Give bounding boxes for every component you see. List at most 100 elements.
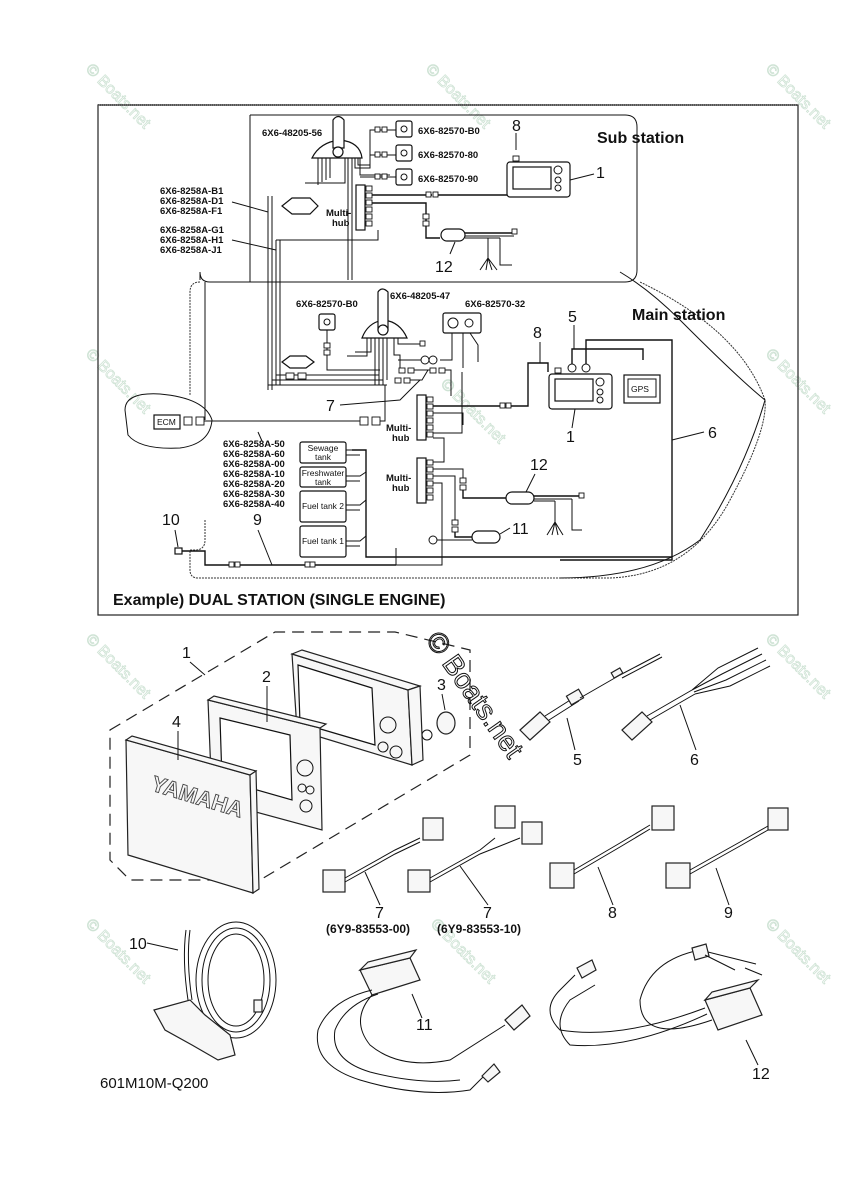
main-remote-control	[347, 288, 426, 385]
tank-freshwater: Freshwater tank	[299, 466, 347, 488]
part-no-7-a: (6Y9-83553-00)	[326, 922, 410, 936]
sender-harness-part-no-3: 6X6-8258A-00	[223, 459, 285, 470]
callout-3: 3	[437, 677, 446, 694]
adapter-11	[316, 949, 531, 1093]
sender-harness-part-no-5: 6X6-8258A-20	[223, 479, 285, 490]
callout-8-main: 8	[533, 325, 542, 342]
main-adapter-11	[471, 530, 501, 544]
power-cable	[621, 647, 771, 741]
callout-5: 5	[573, 752, 582, 769]
watermark: © Boats.net	[82, 346, 154, 418]
main-multi-hub-2: Multi- hub	[386, 457, 434, 504]
main-switch-right	[420, 312, 482, 368]
harness-group-2-part-no-3: 6X6-8258A-J1	[160, 245, 223, 256]
hub-label: hub	[332, 218, 350, 229]
ecm-unit: ECM	[124, 393, 213, 449]
tank-sewage: Sewage tank	[299, 441, 347, 464]
main-multi-hub-1: Multi- hub	[386, 394, 434, 444]
callout-7-main: 7	[326, 398, 335, 415]
hub-label: Multi-	[386, 423, 411, 434]
main-switch-right-part-no: 6X6-82570-32	[465, 299, 525, 310]
main-adapter-12	[505, 491, 535, 505]
hub-label: Multi-	[386, 473, 411, 484]
transducer-connector	[174, 547, 183, 555]
callout-12-main: 12	[530, 457, 548, 474]
ecm-label: ECM	[157, 417, 176, 427]
gps-unit	[623, 374, 661, 404]
callout-11-main: 11	[512, 521, 529, 538]
hull-outline	[189, 281, 201, 395]
sub-station-boundary	[199, 114, 638, 283]
harness-group-1-part-no-2: 6X6-8258A-D1	[160, 196, 224, 207]
sub-station-label: Sub station	[597, 130, 684, 147]
watermark: © Boats.net	[762, 631, 834, 703]
display-unit	[290, 649, 433, 766]
tank-label: Fuel tank 1	[302, 536, 344, 546]
callout-12: 12	[752, 1066, 770, 1083]
callout-6-main: 6	[708, 425, 717, 442]
sub-switch-part-no-3: 6X6-82570-90	[418, 174, 478, 185]
cover: YAMAHA	[124, 735, 260, 895]
tank-label: tank	[315, 452, 332, 462]
callout-8-sub: 8	[512, 118, 521, 135]
sender-harness-part-no-4: 6X6-8258A-10	[223, 469, 285, 480]
harness-7-10	[407, 805, 543, 893]
hub-label: hub	[392, 483, 410, 494]
main-remote-control-part-no: 6X6-48205-47	[390, 291, 450, 302]
callout-9-main: 9	[253, 512, 262, 529]
display-kit-boundary	[109, 631, 471, 881]
sub-switch-part-no-1: 6X6-82570-B0	[418, 126, 480, 137]
callout-9: 9	[724, 905, 733, 922]
sub-switch-part-no-2: 6X6-82570-80	[418, 150, 478, 161]
sub-remote-control-part-no: 6X6-48205-56	[262, 128, 322, 139]
sender-harness-part-no-6: 6X6-8258A-30	[223, 489, 285, 500]
wiring-caption: Example) DUAL STATION (SINGLE ENGINE)	[113, 592, 445, 609]
watermark: © Boats.net	[82, 61, 154, 133]
diagram-code: 601M10M-Q200	[100, 1075, 208, 1092]
sender-harness-part-no-1: 6X6-8258A-50	[223, 439, 285, 450]
tank-label: tank	[315, 477, 332, 487]
watermark: © Boats.net	[82, 631, 154, 703]
watermark-large: © Boats.net	[420, 626, 530, 764]
harness-7-00	[322, 817, 444, 893]
callout-1-main: 1	[566, 429, 575, 446]
hub-label: hub	[392, 433, 410, 444]
tank-fuel-1: Fuel tank 1	[299, 525, 347, 558]
gps-cable	[519, 653, 663, 741]
callout-12-sub: 12	[435, 259, 453, 276]
callout-10: 10	[129, 936, 147, 953]
adapter-12	[549, 943, 763, 1047]
gps-label: GPS	[631, 384, 649, 394]
cap	[436, 711, 456, 735]
watermark: © Boats.net	[422, 61, 494, 133]
hub-label: Multi-	[326, 208, 351, 219]
callout-1-sub: 1	[596, 165, 605, 182]
cable-8	[549, 805, 675, 889]
harness-group-1-part-no-3: 6X6-8258A-F1	[160, 206, 223, 217]
harness-group-2-part-no-1: 6X6-8258A-G1	[160, 225, 225, 236]
callout-1: 1	[182, 645, 191, 662]
tank-label: Fuel tank 2	[302, 501, 344, 511]
tank-label: Sewage	[308, 443, 339, 453]
main-switch-left-part-no: 6X6-82570-B0	[296, 299, 358, 310]
sub-multi-hub: Multi- hub	[326, 184, 373, 231]
part-no-7-b: (6Y9-83553-10)	[437, 922, 521, 936]
callout-2: 2	[262, 669, 271, 686]
sender-harness-part-no-7: 6X6-8258A-40	[223, 499, 285, 510]
tank-fuel-2: Fuel tank 2	[299, 490, 347, 523]
sub-display-unit	[506, 155, 571, 198]
main-switch-left	[318, 313, 336, 331]
harness-group-1-part-no-1: 6X6-8258A-B1	[160, 186, 224, 197]
sender-harness-part-no-2: 6X6-8258A-60	[223, 449, 285, 460]
sub-switches	[360, 120, 413, 186]
callout-5-main: 5	[568, 309, 577, 326]
sub-remote-control	[305, 115, 390, 280]
callout-7-b: 7	[483, 905, 492, 922]
transducer	[153, 921, 277, 1061]
callout-4: 4	[172, 714, 181, 731]
callout-7-a: 7	[375, 905, 384, 922]
watermark: © Boats.net	[437, 376, 509, 448]
callout-11: 11	[416, 1017, 433, 1034]
watermark: © Boats.net	[762, 916, 834, 988]
